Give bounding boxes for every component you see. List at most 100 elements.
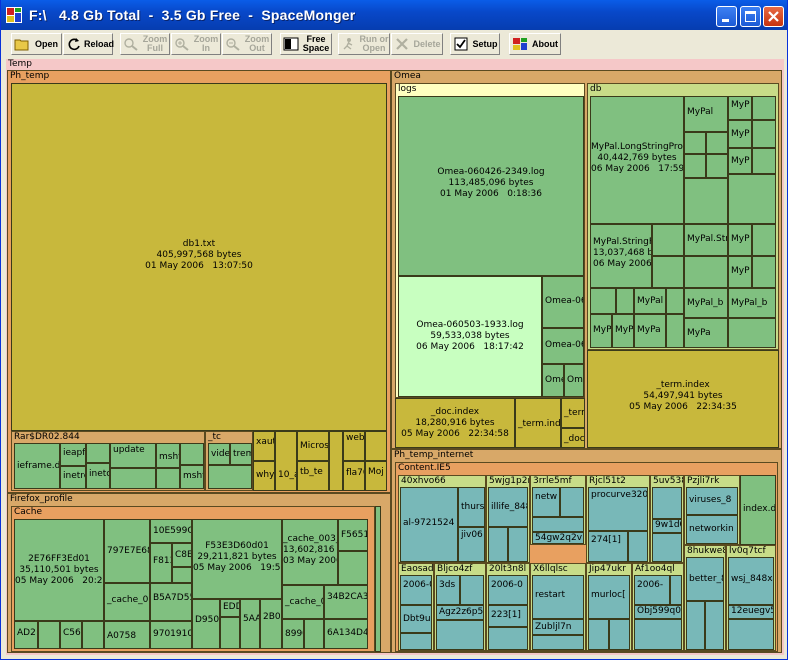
file-small[interactable] bbox=[436, 620, 484, 650]
file-small[interactable] bbox=[588, 619, 609, 650]
file-trem[interactable]: trem bbox=[230, 443, 252, 465]
file-mypal-a[interactable]: MyPal bbox=[684, 96, 728, 132]
file-mypa-a[interactable]: MyPa bbox=[634, 314, 666, 348]
file-cache-003[interactable]: _cache_003_ 13,602,816 byt 03 May 2006 bbox=[282, 519, 338, 585]
file-ieapfl[interactable]: ieapfl bbox=[60, 443, 86, 466]
folder-eaosad[interactable]: Eaosad 2006-0 Dbt9u bbox=[398, 563, 434, 651]
file-d950[interactable]: D950 bbox=[192, 599, 220, 649]
file-myp-b[interactable]: MyP bbox=[728, 120, 752, 148]
folder-content-ie5[interactable]: Content.IE5 40xhvo66 al-9721524 thursday… bbox=[395, 462, 778, 652]
file-myp-d[interactable]: MyP bbox=[728, 224, 752, 256]
file-small[interactable] bbox=[634, 619, 682, 650]
folder-af1oo4ql[interactable]: Af1oo4ql 2006- Obj599q0 bbox=[632, 563, 684, 651]
folder-rjcl51t2[interactable]: Rjcl51t2 procurve320x2 12,371,651 byte 2… bbox=[586, 475, 650, 563]
file-small[interactable] bbox=[752, 96, 776, 120]
file-small[interactable] bbox=[110, 468, 156, 489]
file-dbt9u[interactable]: Dbt9u bbox=[400, 605, 432, 633]
file-small[interactable] bbox=[609, 619, 630, 650]
file-223[interactable]: 223[1] bbox=[488, 605, 528, 627]
file-myp-f[interactable]: MyP bbox=[590, 314, 612, 348]
file-small[interactable] bbox=[706, 154, 728, 178]
setup-button[interactable]: Setup bbox=[450, 33, 500, 55]
file-index-d[interactable]: index.d bbox=[740, 475, 776, 545]
maximize-button[interactable] bbox=[740, 6, 761, 27]
file-5aa[interactable]: 5AA bbox=[240, 599, 260, 649]
file-small[interactable] bbox=[652, 224, 684, 256]
file-c56[interactable]: C56 bbox=[60, 621, 82, 649]
file-vide[interactable]: vide bbox=[208, 443, 230, 465]
file-inetco[interactable]: inetco bbox=[86, 463, 110, 489]
title-bar[interactable]: F:\ 4.8 Gb Total - 3.5 Gb Free - SpaceMo… bbox=[1, 0, 787, 30]
file-small[interactable] bbox=[652, 533, 682, 562]
file-fla70[interactable]: fla70 bbox=[343, 461, 365, 491]
file-9701910[interactable]: 9701910 bbox=[150, 621, 192, 649]
file-small[interactable] bbox=[338, 551, 368, 585]
open-button[interactable]: Open bbox=[11, 33, 62, 55]
file-small[interactable] bbox=[180, 443, 204, 465]
file-cache-0b[interactable]: _cache_0 bbox=[282, 585, 324, 619]
file-c8e[interactable]: C8E bbox=[172, 543, 192, 567]
file-myp-a[interactable]: MyP bbox=[728, 96, 752, 120]
file-34b2ca33[interactable]: 34B2CA33 bbox=[324, 585, 368, 619]
file-small[interactable] bbox=[365, 431, 387, 461]
file-small[interactable] bbox=[706, 132, 728, 154]
close-button[interactable] bbox=[763, 6, 784, 27]
folder-rar[interactable]: Rar$DR02.844 ieframe.dll ieapfl inetre i… bbox=[11, 431, 205, 491]
file-small[interactable] bbox=[590, 288, 616, 314]
file-al-9721524[interactable]: al-9721524 bbox=[400, 487, 458, 562]
file-mypal-b2[interactable]: MyPal_b bbox=[728, 288, 776, 318]
file-small[interactable] bbox=[666, 314, 684, 348]
file-omea-060426-log[interactable]: Omea-060426-2349.log 113,485,096 bytes 0… bbox=[398, 96, 584, 276]
file-small[interactable] bbox=[652, 256, 684, 288]
file-small[interactable] bbox=[488, 527, 508, 562]
file-mypal-b1[interactable]: MyPal_b bbox=[684, 288, 728, 318]
file-jiv06[interactable]: jiv06 bbox=[458, 527, 485, 562]
file-small[interactable] bbox=[156, 468, 180, 489]
file-tb-te[interactable]: tb_te bbox=[297, 461, 329, 491]
file-f813[interactable]: F813 bbox=[150, 543, 172, 583]
file-mypal-b[interactable]: MyPal bbox=[634, 288, 666, 314]
file-small[interactable] bbox=[666, 288, 684, 314]
file-b5a7d55[interactable]: B5A7D55 bbox=[150, 583, 192, 621]
file-10a[interactable]: 10_a bbox=[275, 431, 297, 491]
file-update[interactable]: update bbox=[110, 443, 156, 468]
file-3ds[interactable]: 3ds bbox=[436, 575, 460, 605]
file-small[interactable] bbox=[375, 506, 381, 652]
file-small[interactable] bbox=[752, 224, 776, 256]
file-2e76ff3e[interactable]: 2E76FF3Ed01 35,110,501 bytes 05 May 2006… bbox=[14, 519, 104, 621]
file-a0758[interactable]: A0758 bbox=[104, 621, 150, 649]
file-viruses[interactable]: viruses_8 bbox=[686, 487, 738, 515]
file-2006-a[interactable]: 2006-0 bbox=[400, 575, 432, 605]
file-small[interactable] bbox=[460, 575, 484, 605]
file-small[interactable] bbox=[752, 256, 776, 288]
folder-8hukwe8v[interactable]: 8hukwe8v better_8 bbox=[684, 545, 726, 651]
file-mypa-b[interactable]: MyPa bbox=[684, 318, 728, 348]
file-why[interactable]: why bbox=[253, 461, 275, 491]
file-better[interactable]: better_8 bbox=[686, 557, 724, 601]
file-9w1d0u[interactable]: 9w1d0u bbox=[652, 519, 682, 533]
file-small[interactable] bbox=[652, 487, 682, 519]
file-6a134d46[interactable]: 6A134D46c bbox=[324, 619, 368, 649]
file-murloc[interactable]: murloc[ bbox=[588, 575, 630, 619]
file-mshtl[interactable]: mshtl bbox=[180, 465, 204, 489]
file-ieframe[interactable]: ieframe.dll bbox=[14, 443, 60, 489]
file-myp-c[interactable]: MyP bbox=[728, 148, 752, 174]
file-small[interactable] bbox=[684, 154, 706, 178]
reload-button[interactable]: Reload bbox=[63, 33, 114, 55]
file-small[interactable] bbox=[752, 120, 776, 148]
file-small[interactable] bbox=[532, 517, 584, 532]
file-274[interactable]: 274[1] bbox=[588, 531, 628, 562]
file-small[interactable] bbox=[38, 621, 60, 649]
file-xauto[interactable]: xauto bbox=[253, 431, 275, 461]
file-small[interactable] bbox=[86, 443, 110, 463]
file-procurve[interactable]: procurve320x2 12,371,651 byte 21 Apr 200… bbox=[588, 487, 648, 531]
file-ome-a[interactable]: Ome bbox=[542, 364, 564, 397]
file-small[interactable] bbox=[670, 575, 682, 605]
file-small[interactable] bbox=[684, 256, 728, 288]
file-zubljl7n[interactable]: Zubljl7n bbox=[532, 619, 584, 635]
file-small[interactable] bbox=[684, 132, 706, 154]
file-small[interactable] bbox=[560, 487, 584, 517]
file-small[interactable] bbox=[400, 633, 432, 650]
file-small[interactable] bbox=[488, 627, 528, 650]
folder-5uv538[interactable]: 5uv538 9w1d0u bbox=[650, 475, 684, 563]
